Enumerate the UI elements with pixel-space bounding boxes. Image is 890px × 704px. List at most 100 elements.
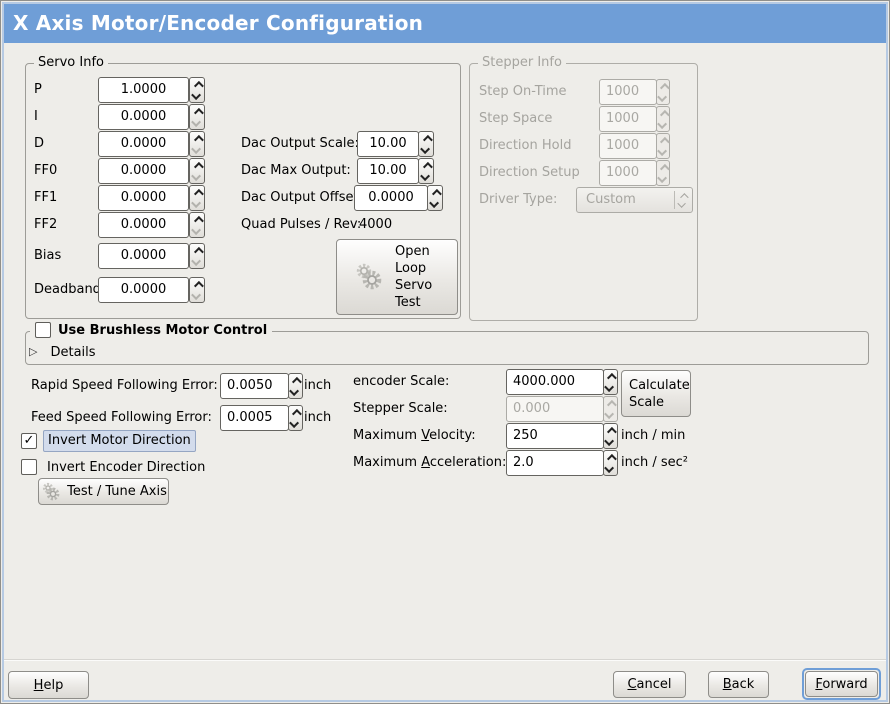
servo-bias-label: Bias: [34, 248, 62, 263]
max-acceleration-spinner[interactable]: [603, 450, 618, 476]
spin-up-button[interactable]: [428, 186, 442, 199]
chevron-up-icon: [193, 280, 204, 291]
cancel-button[interactable]: Cancel: [613, 671, 686, 698]
dac-max-output-spinner[interactable]: [418, 158, 434, 184]
step-on-time-spinner: [656, 79, 670, 105]
servo-i-spinner[interactable]: [189, 104, 205, 130]
chevron-up-icon: [193, 134, 204, 145]
spin-up-button[interactable]: [604, 451, 617, 464]
max-velocity-spinner[interactable]: [603, 423, 618, 449]
spin-down-button[interactable]: [190, 289, 204, 302]
spin-down-button[interactable]: [604, 381, 617, 394]
max-velocity-input[interactable]: 250: [506, 423, 604, 449]
servo-ff0-input[interactable]: 0.0000: [98, 158, 189, 184]
spin-down-button[interactable]: [190, 89, 204, 102]
spin-up-button[interactable]: [190, 244, 204, 257]
invert-encoder-direction-label[interactable]: Invert Encoder Direction: [47, 460, 206, 475]
driver-type-label: Driver Type:: [479, 192, 558, 207]
servo-p-input[interactable]: 1.0000: [98, 77, 189, 103]
servo-ff1-input[interactable]: 0.0000: [98, 185, 189, 211]
servo-deadband-spinner[interactable]: [189, 277, 205, 303]
spin-up-button[interactable]: [190, 186, 204, 199]
dac-output-scale-spinner[interactable]: [418, 131, 434, 157]
details-expander[interactable]: ▷ Details: [29, 344, 96, 360]
spin-up-button[interactable]: [190, 132, 204, 145]
servo-i-label: I: [34, 109, 38, 124]
spin-up-button[interactable]: [190, 105, 204, 118]
spin-up-button[interactable]: [604, 370, 617, 383]
chevron-up-icon: [193, 246, 204, 257]
servo-d-spinner[interactable]: [189, 131, 205, 157]
dac-output-offset-spinner[interactable]: [427, 185, 443, 211]
rapid-following-error-input[interactable]: 0.0050: [220, 373, 289, 399]
feed-following-error-spinner[interactable]: [288, 405, 303, 431]
servo-p-spinner[interactable]: [189, 77, 205, 103]
dac-max-output-input[interactable]: 10.00: [357, 158, 419, 184]
brushless-checkbox-row[interactable]: Use Brushless Motor Control: [30, 322, 273, 338]
spin-up-button[interactable]: [190, 213, 204, 226]
servo-bias-spinner[interactable]: [189, 243, 205, 269]
servo-deadband-input[interactable]: 0.0000: [98, 277, 189, 303]
test-tune-axis-button[interactable]: Test / Tune Axis: [38, 478, 169, 505]
spin-down-button[interactable]: [428, 197, 442, 210]
spin-up-button[interactable]: [419, 159, 433, 172]
brushless-checkbox[interactable]: [35, 322, 51, 338]
servo-ff1-spinner[interactable]: [189, 185, 205, 211]
forward-button-focus-ring: [802, 668, 881, 700]
servo-i-input[interactable]: 0.0000: [98, 104, 189, 130]
spin-down-button: [656, 145, 669, 158]
spin-up-button[interactable]: [289, 406, 302, 419]
invert-encoder-direction-checkbox[interactable]: [21, 459, 37, 475]
servo-ff2-input[interactable]: 0.0000: [98, 212, 189, 238]
spin-down-button[interactable]: [289, 417, 302, 430]
spin-down-button[interactable]: [190, 143, 204, 156]
rapid-following-error-label: Rapid Speed Following Error:: [31, 378, 218, 393]
spin-down-button[interactable]: [190, 170, 204, 183]
max-acceleration-input[interactable]: 2.0: [506, 450, 604, 476]
spin-down-button[interactable]: [190, 255, 204, 268]
servo-ff0-spinner[interactable]: [189, 158, 205, 184]
spin-down-button[interactable]: [190, 116, 204, 129]
servo-ff2-label: FF2: [34, 217, 58, 232]
spin-down-button[interactable]: [419, 170, 433, 183]
chevron-down-icon: [604, 435, 615, 446]
feed-following-error-label: Feed Speed Following Error:: [31, 410, 212, 425]
spin-down-button[interactable]: [190, 224, 204, 237]
chevron-up-icon: [659, 136, 670, 147]
help-button-label: Help: [33, 677, 64, 693]
servo-ff2-spinner[interactable]: [189, 212, 205, 238]
forward-button[interactable]: Forward: [805, 671, 878, 697]
spin-down-button[interactable]: [190, 197, 204, 210]
servo-bias-input[interactable]: 0.0000: [98, 243, 189, 269]
direction-setup-spinner: [656, 160, 670, 186]
spin-up-button[interactable]: [604, 424, 617, 437]
feed-following-error-input[interactable]: 0.0005: [220, 405, 289, 431]
spin-down-button[interactable]: [604, 462, 617, 475]
gears-icon: [42, 482, 60, 500]
spin-up-button[interactable]: [289, 374, 302, 387]
direction-setup-label: Direction Setup: [479, 165, 580, 180]
encoder-scale-spinner[interactable]: [603, 369, 618, 395]
back-button[interactable]: Back: [708, 671, 769, 698]
spin-down-button[interactable]: [419, 143, 433, 156]
spin-down-button[interactable]: [604, 435, 617, 448]
stepper-scale-spinner: [603, 396, 618, 422]
servo-d-input[interactable]: 0.0000: [98, 131, 189, 157]
encoder-scale-input[interactable]: 4000.000: [506, 369, 604, 395]
invert-motor-direction-label[interactable]: Invert Motor Direction: [43, 430, 196, 452]
open-loop-servo-test-button[interactable]: Open Loop Servo Test: [336, 239, 458, 315]
invert-motor-direction-checkbox[interactable]: ✓: [21, 433, 37, 449]
spin-up-button[interactable]: [190, 78, 204, 91]
spin-up-button[interactable]: [190, 159, 204, 172]
spin-up-button[interactable]: [419, 132, 433, 145]
spin-up-button[interactable]: [190, 278, 204, 291]
chevron-down-icon: [604, 381, 615, 392]
dac-output-scale-input[interactable]: 10.00: [357, 131, 419, 157]
details-label: Details: [50, 344, 96, 360]
chevron-down-icon: [190, 116, 201, 127]
help-button[interactable]: Help: [8, 671, 89, 699]
calculate-scale-button[interactable]: Calculate Scale: [621, 370, 691, 417]
rapid-following-error-spinner[interactable]: [288, 373, 303, 399]
dac-output-offset-input[interactable]: 0.0000: [354, 185, 428, 211]
spin-down-button[interactable]: [289, 385, 302, 398]
